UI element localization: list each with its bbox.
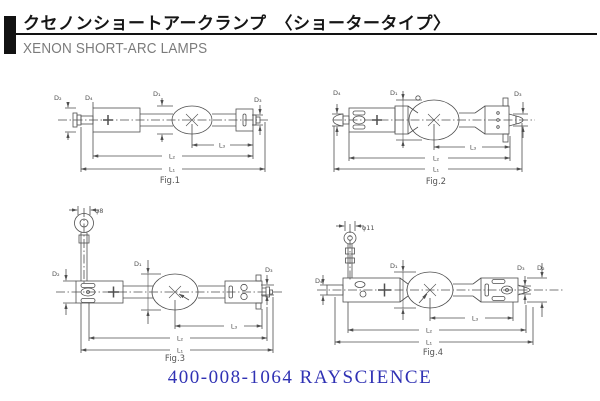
fig4-label-l3: L₃ [472,315,479,323]
fig1-dimensions [65,98,266,172]
fig1-label-d4: D₄ [85,94,93,102]
fig4-drawing: φ11 D₄ D₁ D₃ D₂ L₃ L₂ L₁ Fig.4 [315,221,563,358]
page-title: クセノンショートアークランプ 〈ショータータイプ〉 [23,14,451,34]
fig4-label-l1: L₁ [426,339,433,347]
fig3-label-d2: D₂ [52,270,60,278]
fig2-label-d1: D₁ [390,89,398,97]
fig4-dimensions [320,221,547,345]
fig2-drawing: D₄ D₁ D₃ L₃ L₂ L₁ Fig.2 [332,89,535,187]
fig1-label-d3: D₃ [254,96,262,104]
fig4-label-d3: D₃ [517,264,525,272]
page-subtitle: XENON SHORT-ARC LAMPS [23,40,208,57]
title-underline [16,33,597,35]
fig3-label-l2: L₂ [177,335,184,343]
fig4-label-d4: D₄ [315,277,323,285]
fig1-label-l1: L₁ [169,166,176,174]
fig1-caption: Fig.1 [160,176,180,186]
fig3-label-l1: L₁ [177,347,184,355]
fig2-label-l3: L₃ [470,144,477,152]
fig3-label-phi8: φ8 [95,207,103,215]
fig2-label-d3: D₃ [514,90,522,98]
fig2-caption: Fig.2 [426,177,446,187]
header-black-tab [4,16,16,54]
fig2-label-l2: L₂ [433,155,440,163]
fig4-label-d1: D₁ [390,262,398,270]
fig2-dimensions [332,91,528,172]
fig4-label-phi11: φ11 [362,224,375,232]
fig1-label-d2: D₂ [54,94,62,102]
fig4-label-l2: L₂ [426,327,433,335]
fig3-dimensions [63,206,274,353]
fig1-label-l3: L₃ [219,142,226,150]
fig3-label-l3: L₃ [231,323,238,331]
fig2-label-l1: L₁ [433,166,440,174]
fig3-label-d1: D₁ [134,260,142,268]
fig3-caption: Fig.3 [165,354,185,364]
fig3-lamp-outline [56,208,282,311]
fig1-lamp-outline [58,105,268,135]
fig1-label-l2: L₂ [169,153,176,161]
fig4-lamp-outline [317,224,563,309]
fig3-label-d3: D₃ [265,266,273,274]
fig1-label-d1: D₁ [153,90,161,98]
footer-watermark: 400-008-1064 RAYSCIENCE [167,367,433,388]
fig2-label-d4: D₄ [333,89,341,97]
fig3-drawing: φ8 D₂ D₁ D₃ L₃ L₂ L₁ Fig.3 [52,206,282,364]
fig1-drawing: D₂ D₄ D₁ D₃ L₃ L₂ L₁ Fig.1 [54,90,268,186]
fig4-caption: Fig.4 [423,348,443,358]
fig4-label-d2: D₂ [537,264,545,272]
